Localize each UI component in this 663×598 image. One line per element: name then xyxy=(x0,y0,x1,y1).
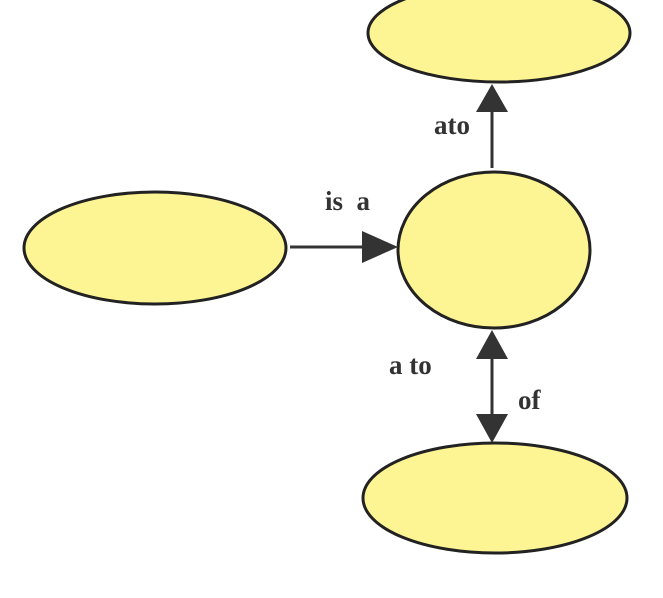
edge-left-to-center xyxy=(290,231,398,263)
edge-center-to-top xyxy=(476,84,508,168)
edge-label-ato: ato xyxy=(434,110,470,140)
edge-center-bottom-bidirectional xyxy=(476,330,508,443)
node-center xyxy=(396,170,592,330)
arrowhead-right-icon xyxy=(362,231,398,263)
arrowhead-down-icon xyxy=(476,414,508,443)
node-bottom xyxy=(361,441,629,555)
edge-label-is-a: is a xyxy=(325,186,371,216)
arrowhead-up-icon xyxy=(476,330,508,359)
edge-label-a-to: a to xyxy=(389,350,432,380)
node-left xyxy=(22,190,288,306)
node-top xyxy=(366,0,632,84)
edge-label-of: of xyxy=(518,385,542,415)
arrowhead-up-icon xyxy=(476,84,508,112)
